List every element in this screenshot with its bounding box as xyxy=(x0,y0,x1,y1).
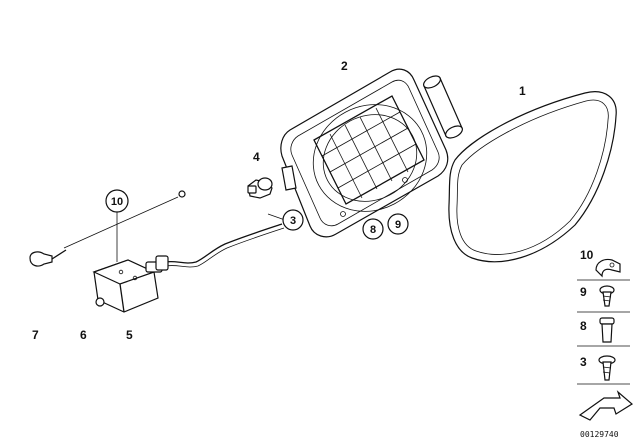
list-label-8: 8 xyxy=(580,319,587,333)
housing-grid xyxy=(313,95,425,205)
emergency-release-cable[interactable] xyxy=(29,190,186,267)
svg-text:9: 9 xyxy=(395,219,401,231)
actuator-unit[interactable] xyxy=(92,255,169,313)
screw-part-3[interactable] xyxy=(598,355,616,381)
callout-6: 6 xyxy=(80,328,87,342)
fuel-flap-cover[interactable] xyxy=(448,91,617,263)
svg-text:10: 10 xyxy=(111,196,123,208)
circled-callout-3: 3 xyxy=(282,209,304,231)
hinge-cylinder xyxy=(423,75,463,139)
callout-1: 1 xyxy=(519,84,526,98)
callout-2: 2 xyxy=(341,59,348,73)
small-parts-list: 10 9 8 3 xyxy=(577,248,634,421)
circled-callout-10: 10 xyxy=(105,189,129,213)
rivet-part-8[interactable] xyxy=(599,317,615,343)
screw-part-9[interactable] xyxy=(599,285,615,307)
callout-7: 7 xyxy=(32,328,39,342)
clip-part[interactable] xyxy=(595,258,621,278)
fuel-filler-housing[interactable] xyxy=(280,68,464,238)
list-label-9: 9 xyxy=(580,285,587,299)
callout-5: 5 xyxy=(126,328,133,342)
svg-text:3: 3 xyxy=(290,215,296,227)
rubber-buffer[interactable] xyxy=(247,177,273,199)
circled-callout-8: 8 xyxy=(362,218,384,240)
circled-callout-9: 9 xyxy=(387,213,409,235)
direction-arrow-icon xyxy=(578,390,634,421)
bowden-cable[interactable] xyxy=(165,223,285,268)
svg-text:8: 8 xyxy=(370,224,376,236)
drawing-code: 00129740 xyxy=(580,430,619,439)
list-label-10: 10 xyxy=(580,248,594,262)
callout-4: 4 xyxy=(253,150,260,164)
list-label-3: 3 xyxy=(580,355,587,369)
leader-lines xyxy=(116,210,286,262)
